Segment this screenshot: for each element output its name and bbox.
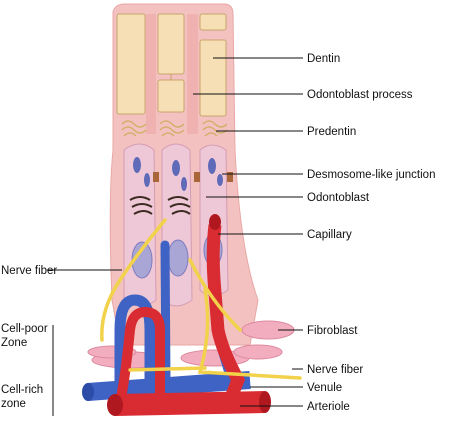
cell-poor-zone-label-2: Zone — [1, 337, 27, 349]
odontoblast-label: Odontoblast — [307, 192, 370, 204]
capillary-label: Capillary — [307, 229, 352, 241]
fibroblast-label: Fibroblast — [307, 325, 358, 337]
desmosome-junctions — [153, 172, 233, 182]
dentin-layer — [116, 13, 227, 134]
desmosome-junction-label: Desmosome-like junction — [307, 169, 435, 181]
leader-lines — [47, 57, 303, 416]
arterioles — [107, 214, 271, 416]
arteriole-label: Arteriole — [307, 401, 350, 413]
nerve-fiber-left-label: Nerve fiber — [1, 265, 57, 277]
dentin-label: Dentin — [307, 53, 340, 65]
venule-label: Venule — [307, 382, 342, 394]
cell-rich-zone-label-2: zone — [1, 398, 26, 410]
nerve-fiber-right-label: Nerve fiber — [307, 364, 363, 376]
odontoblast-process-label: Odontoblast process — [307, 89, 413, 101]
cell-poor-zone-label-1: Cell-poor — [1, 323, 48, 335]
predentin-label: Predentin — [307, 126, 356, 138]
predentin-layer — [121, 120, 228, 137]
cell-rich-zone-label-1: Cell-rich — [1, 384, 43, 396]
nerve-fibers — [100, 218, 302, 380]
